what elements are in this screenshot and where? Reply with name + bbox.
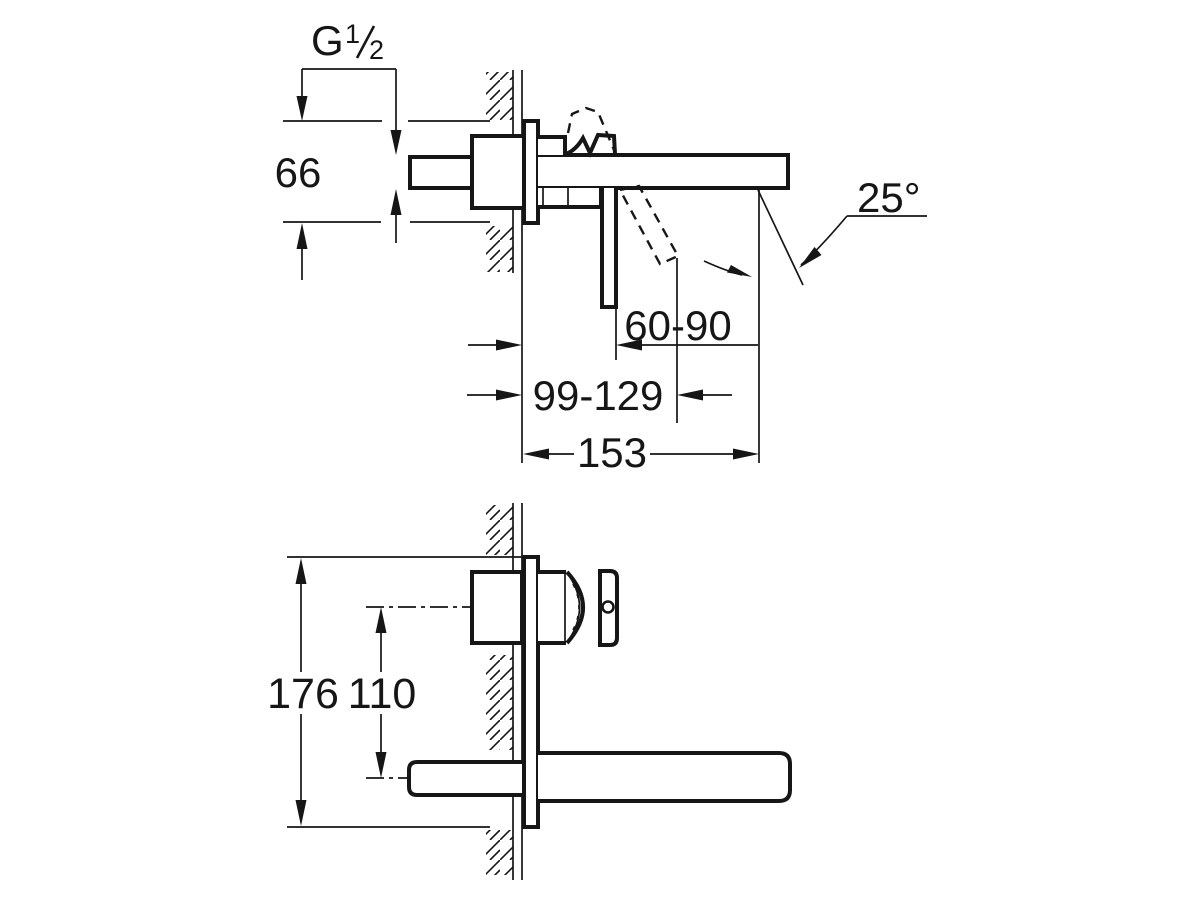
wall-plate-front [522, 555, 540, 829]
wall-hatch [486, 226, 513, 272]
g-half-label: G [311, 17, 344, 64]
valve-body-top [538, 135, 567, 155]
dimension-110: 110 [348, 606, 472, 779]
dimension-25deg: 25° [799, 174, 927, 268]
handle-raised-dashed [566, 106, 616, 151]
g-half-denominator: 2 [369, 35, 384, 65]
spout-front [538, 751, 792, 803]
wall-hatch [486, 830, 513, 875]
dimension-153: 153 [523, 190, 760, 476]
lever-open-dashed [618, 184, 680, 266]
supply-pipe [408, 155, 474, 190]
lever-down [600, 188, 618, 309]
wall-hatch [486, 505, 513, 555]
side-view: G 1 2 66 60-90 99-129 1 [275, 17, 927, 476]
dim-110-label: 110 [348, 670, 417, 718]
wall-section-front [486, 503, 523, 880]
dim-25deg-label: 25° [857, 174, 921, 221]
dimension-99-129: 99-129 [467, 258, 732, 423]
dimension-176: 176 [267, 556, 538, 828]
handle-concealed-body [470, 570, 524, 645]
water-stream-line [757, 189, 804, 286]
handle-assembly [470, 569, 619, 647]
dim-99-129-label: 99-129 [533, 372, 664, 419]
wall-plate [522, 119, 540, 225]
dim-60-90-label: 60-90 [624, 302, 731, 349]
dimension-60-90: 60-90 [468, 302, 758, 360]
dimension-66: 66 [275, 120, 490, 223]
spout-concealed [407, 760, 522, 797]
fraction-slash [355, 25, 376, 59]
spout [538, 153, 790, 190]
front-view: 176 110 [267, 503, 792, 880]
dim-176-label: 176 [267, 670, 339, 718]
dim-66-label: 66 [275, 149, 322, 196]
wall-section [486, 70, 523, 273]
valve-body-bottom [538, 188, 603, 209]
dim-153-label: 153 [577, 429, 647, 476]
concealed-body [470, 134, 526, 210]
lever-swing-arrow [703, 260, 752, 277]
handle-knob [565, 132, 617, 158]
g-half-numerator: 1 [345, 19, 360, 49]
dimension-g-half: G 1 2 [296, 17, 402, 280]
wall-hatch [486, 655, 513, 750]
handle-screw-hole [601, 600, 615, 614]
handle-dome [565, 570, 585, 645]
wall-hatch [486, 72, 513, 120]
